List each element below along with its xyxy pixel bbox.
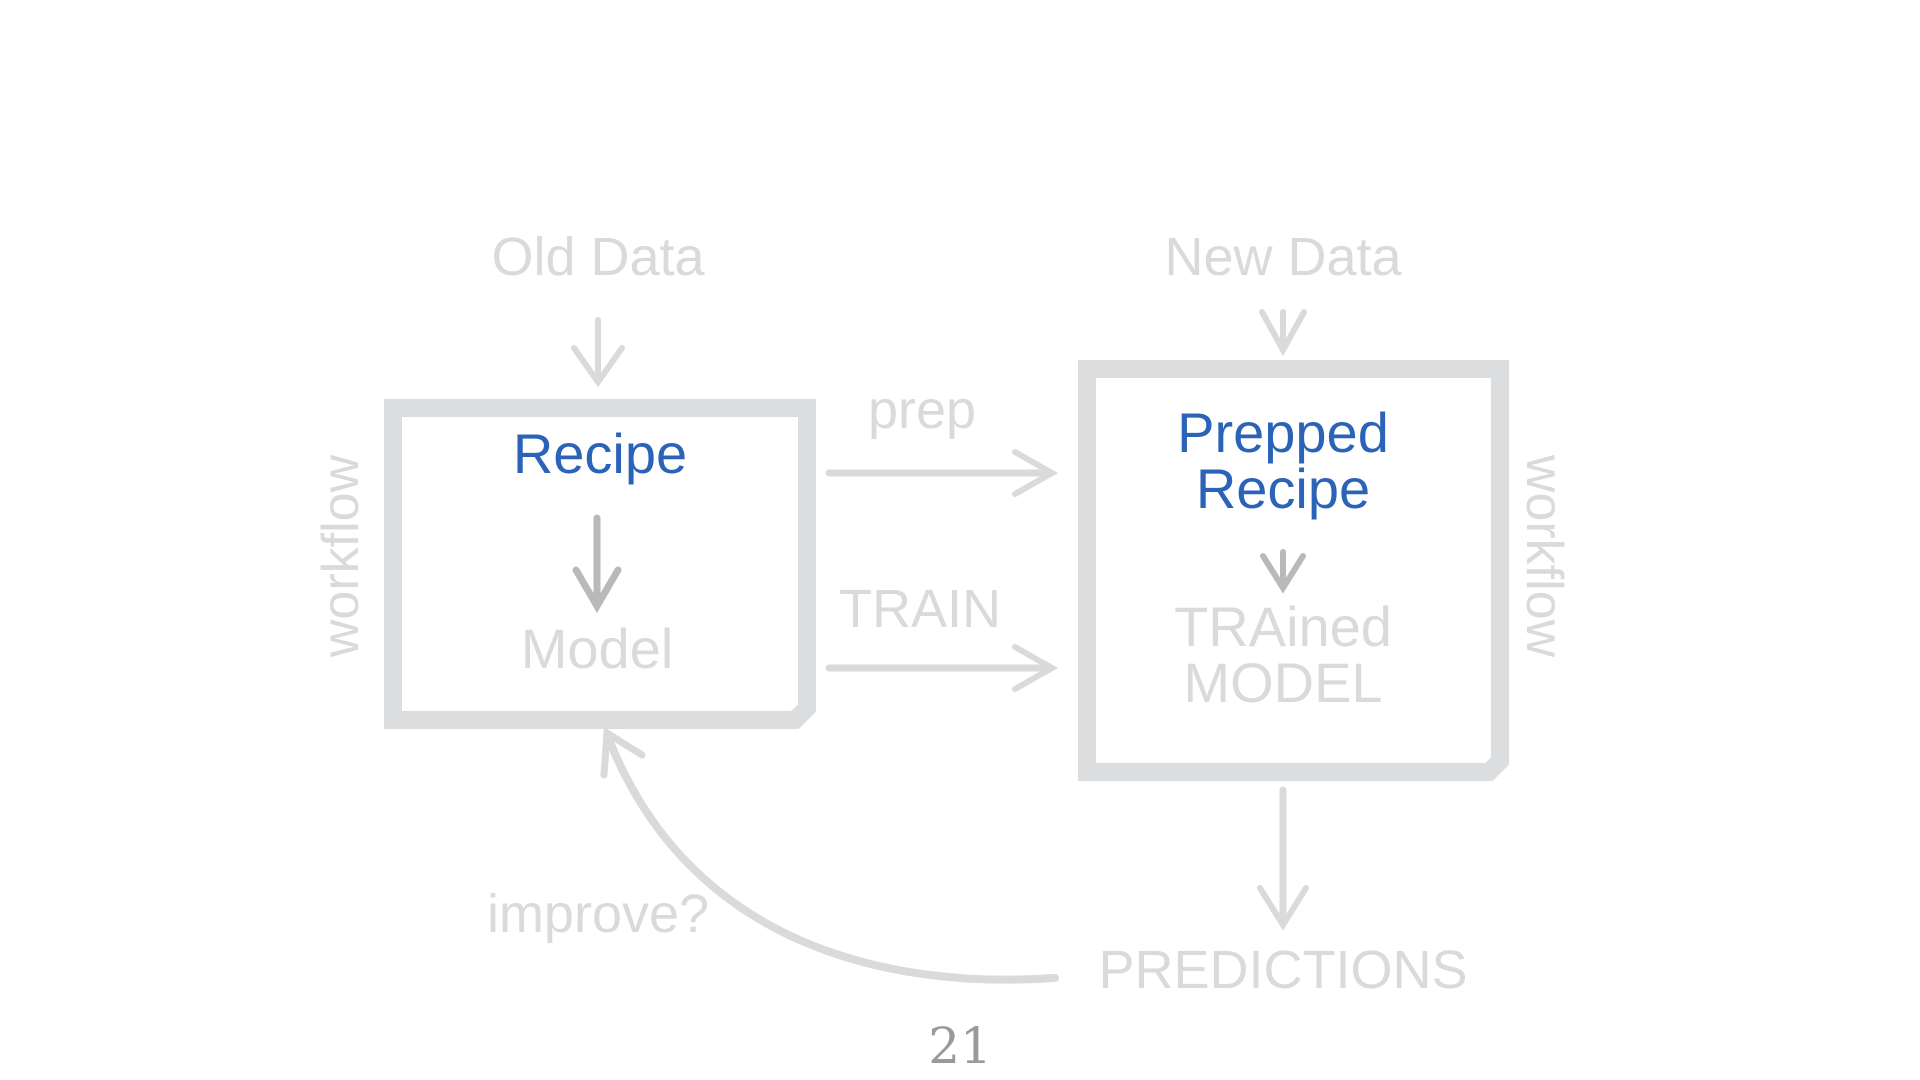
workflow-right-label: workflow [1515,454,1573,658]
predictions-down-arrow [1257,786,1309,931]
improve-curved-arrow [600,726,1059,984]
train-arrow [825,644,1059,692]
trained-model-line1: TRAined [1174,595,1392,658]
workflow-left-label: workflow [312,454,370,658]
prep-arrow [825,449,1059,497]
prepped-recipe-line2: Recipe [1196,457,1370,520]
train-label: TRAIN [839,579,1001,639]
recipe-label: Recipe [513,422,687,485]
prep-label: prep [868,380,976,440]
page-number: 21 [928,1017,992,1075]
recipe-to-model-arrow [572,514,622,613]
new-data-label: New Data [1164,227,1402,287]
model-label: Model [521,617,674,680]
prepped-to-trained-arrow [1260,549,1306,594]
improve-label: improve? [487,884,709,944]
new-data-down-arrow [1259,309,1307,357]
old-data-label: Old Data [491,227,705,287]
old-data-down-arrow [571,317,625,388]
right-workflow-box [1078,360,1509,781]
left-workflow-box [384,399,816,729]
predictions-label: PREDICTIONS [1098,940,1467,1000]
trained-model-line2: MODEL [1183,651,1382,714]
prepped-recipe-line1: Prepped [1177,401,1389,464]
